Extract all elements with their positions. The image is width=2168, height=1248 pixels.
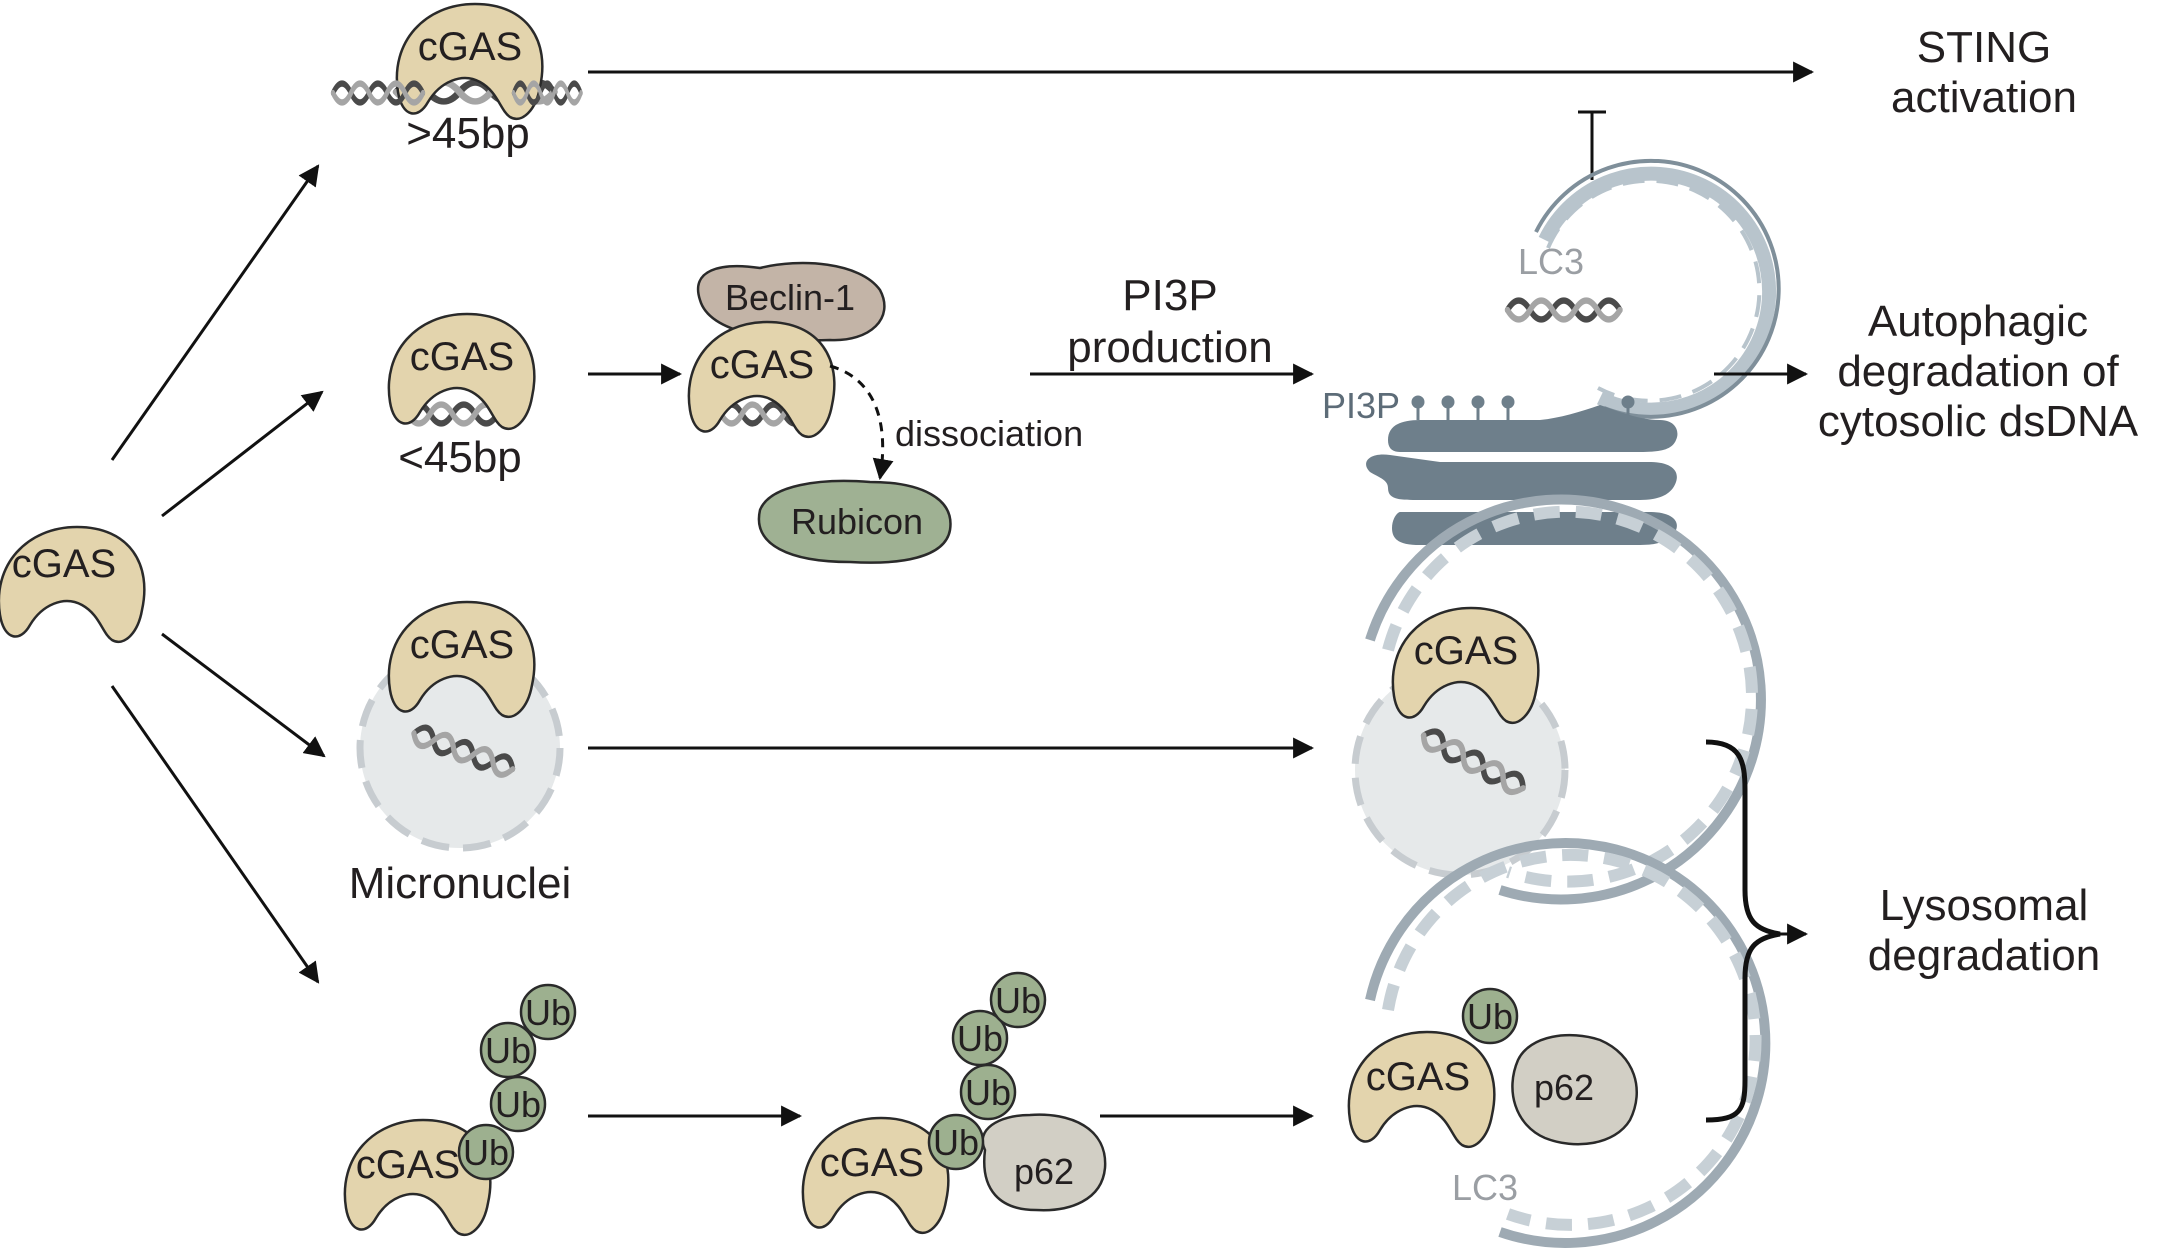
label-lysosomal-1: Lysosomal xyxy=(1880,881,2089,930)
svg-text:cGAS: cGAS xyxy=(1414,629,1518,673)
arrow-to-long-dna xyxy=(110,164,320,461)
cgas-ub-p62-complex: cGAS p62 Ub Ub Ub Ub xyxy=(801,971,1107,1235)
svg-text:Ub: Ub xyxy=(525,992,571,1033)
autophagosome-dna xyxy=(1508,301,1621,320)
label-gt45bp: >45bp xyxy=(406,109,530,158)
arrow-to-ubiquitination xyxy=(110,685,320,984)
label-autophagic-3: cytosolic dsDNA xyxy=(1818,397,2139,446)
autophagosome-lower xyxy=(1365,837,1771,1248)
cgas-in-autophagosome: cGAS xyxy=(1391,606,1540,725)
label-sting-2: activation xyxy=(1891,73,2077,122)
svg-text:Ub: Ub xyxy=(485,1030,531,1071)
svg-text:Ub: Ub xyxy=(463,1132,509,1173)
svg-text:Ub: Ub xyxy=(933,1122,979,1163)
dissociation-arrow xyxy=(829,364,894,481)
svg-text:p62: p62 xyxy=(1534,1067,1594,1108)
inhibition-marker xyxy=(1578,110,1606,180)
svg-text:p62: p62 xyxy=(1014,1151,1074,1192)
rubicon: Rubicon xyxy=(757,479,952,564)
label-lc3-upper: LC3 xyxy=(1518,241,1584,282)
label-pi3p-production-1: PI3P xyxy=(1122,271,1217,320)
label-micronuclei: Micronuclei xyxy=(349,859,572,908)
svg-text:Ub: Ub xyxy=(495,1084,541,1125)
p62-in-lower-autophagosome: p62 xyxy=(1511,1033,1638,1146)
svg-text:cGAS: cGAS xyxy=(710,343,814,387)
ub-label-lower: Ub xyxy=(1467,996,1513,1037)
label-lt45bp: <45bp xyxy=(398,433,522,482)
label-lysosomal-2: degradation xyxy=(1868,931,2100,980)
beclin-1: Beclin-1 xyxy=(696,261,886,342)
cgas-on-micronucleus: cGAS xyxy=(387,600,536,719)
cgas-in-lower-autophagosome: cGAS xyxy=(1347,1030,1496,1149)
arrow-to-micronuclei xyxy=(161,632,326,758)
svg-text:cGAS: cGAS xyxy=(410,335,514,379)
label-sting-1: STING xyxy=(1917,23,2051,72)
label-pi3p-production-2: production xyxy=(1067,323,1272,372)
label-autophagic-2: degradation of xyxy=(1837,347,2119,396)
lysosomal-brace xyxy=(1705,739,1781,1123)
ub-in-lower-autophagosome xyxy=(1461,987,1519,1045)
cgas-origin: cGAS xyxy=(0,525,146,644)
svg-text:cGAS: cGAS xyxy=(356,1143,460,1187)
label-lc3-lower: LC3 xyxy=(1452,1167,1518,1208)
svg-text:Rubicon: Rubicon xyxy=(791,501,923,542)
label-pi3p: PI3P xyxy=(1322,385,1400,426)
svg-text:cGAS: cGAS xyxy=(1366,1055,1470,1099)
label-dissociation: dissociation xyxy=(895,413,1083,454)
svg-text:cGAS: cGAS xyxy=(410,623,514,667)
cgas-on-short-dna: cGAS xyxy=(387,312,536,431)
svg-text:cGAS: cGAS xyxy=(418,25,522,69)
cgas-in-complex: cGAS xyxy=(687,320,836,439)
cgas-on-long-dna: cGAS xyxy=(395,2,544,121)
ub-cgas: cGAS Ub Ub Ub Ub xyxy=(343,983,577,1237)
autophagosome-upper xyxy=(1534,158,1781,419)
svg-text:Ub: Ub xyxy=(965,1072,1011,1113)
ub-chain: Ub Ub Ub Ub xyxy=(457,983,577,1181)
svg-text:cGAS: cGAS xyxy=(820,1141,924,1185)
svg-text:cGAS: cGAS xyxy=(12,542,116,586)
svg-text:Beclin-1: Beclin-1 xyxy=(725,277,855,318)
arrow-to-short-dna xyxy=(161,390,324,518)
svg-text:Ub: Ub xyxy=(995,980,1041,1021)
svg-text:Ub: Ub xyxy=(957,1018,1003,1059)
label-autophagic-1: Autophagic xyxy=(1868,297,2088,346)
